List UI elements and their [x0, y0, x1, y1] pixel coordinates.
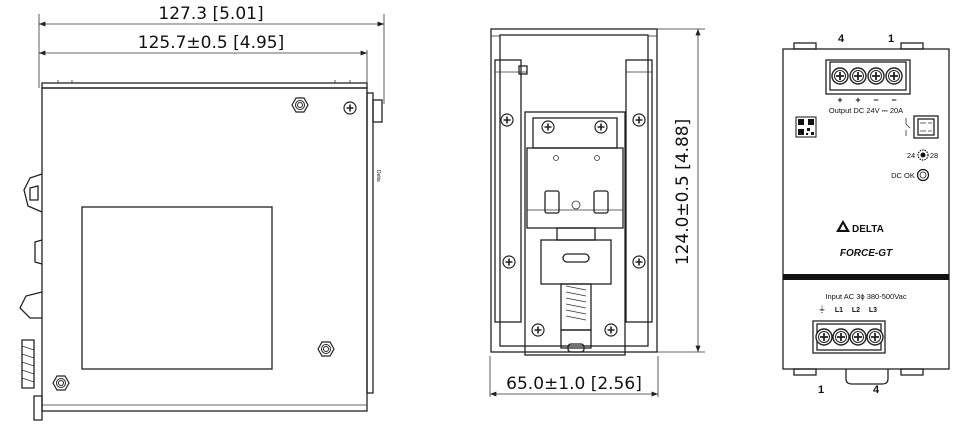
voltage-adjust-knob[interactable] — [917, 149, 929, 161]
adjust-min-label: 24 — [907, 151, 915, 160]
relay-contact-icon — [905, 118, 911, 136]
bottom-pin-left: 1 — [818, 384, 824, 396]
back-view: 124.0±0.5 [4.88] 65.0±1.0 [2.56] — [489, 28, 705, 397]
front-view: 4 1 + + − − Output DC 24V ⎓ 20A — [782, 33, 950, 396]
output-label: Output DC 24V ⎓ 20A — [829, 106, 903, 115]
polarity-1: + — [837, 95, 842, 105]
dim-width: 65.0±1.0 [2.56] — [506, 374, 642, 394]
input-terminal-l3: L3 — [869, 307, 877, 314]
input-terminal-l1: L1 — [835, 307, 843, 314]
brand-label: DELTA — [852, 224, 884, 235]
dc-ok-label: DC OK — [891, 171, 915, 180]
adjust-max-label: 28 — [930, 151, 938, 160]
side-body — [41, 87, 368, 412]
polarity-3: − — [873, 95, 878, 105]
output-terminal-3 — [867, 67, 885, 85]
polarity-2: + — [855, 95, 860, 105]
dim-body-depth: 125.7±0.5 [4.95] — [138, 33, 284, 53]
output-terminal-1 — [831, 67, 849, 85]
side-brand-label: Delta — [375, 170, 381, 182]
front-housing — [782, 48, 950, 370]
side-view: 127.3 [5.01] 125.7±0.5 [4.95] Delta — [19, 4, 385, 421]
qr-code-icon — [795, 116, 817, 138]
dim-overall-depth: 127.3 [5.01] — [158, 4, 263, 24]
din-plate — [524, 111, 626, 356]
output-terminal-2 — [849, 67, 867, 85]
bottom-pin-right: 4 — [873, 384, 880, 396]
dim-height: 124.0±0.5 [4.88] — [673, 119, 693, 265]
top-pin-right: 1 — [888, 33, 894, 45]
delta-logo-icon — [836, 220, 850, 232]
input-label: Input AC 3ϕ 380-500Vac — [825, 292, 906, 301]
panel-divider-band — [783, 274, 949, 280]
model-label: FORCE-GT — [840, 248, 893, 259]
top-pin-left: 4 — [838, 33, 845, 45]
back-housing — [490, 28, 658, 353]
polarity-4: − — [891, 95, 896, 105]
input-terminal-l2: L2 — [852, 307, 860, 314]
side-label-area — [81, 206, 273, 370]
input-terminal-pe: ⏚ — [818, 305, 826, 314]
dc-ok-led-icon — [916, 168, 930, 182]
output-terminal-4 — [885, 67, 903, 85]
